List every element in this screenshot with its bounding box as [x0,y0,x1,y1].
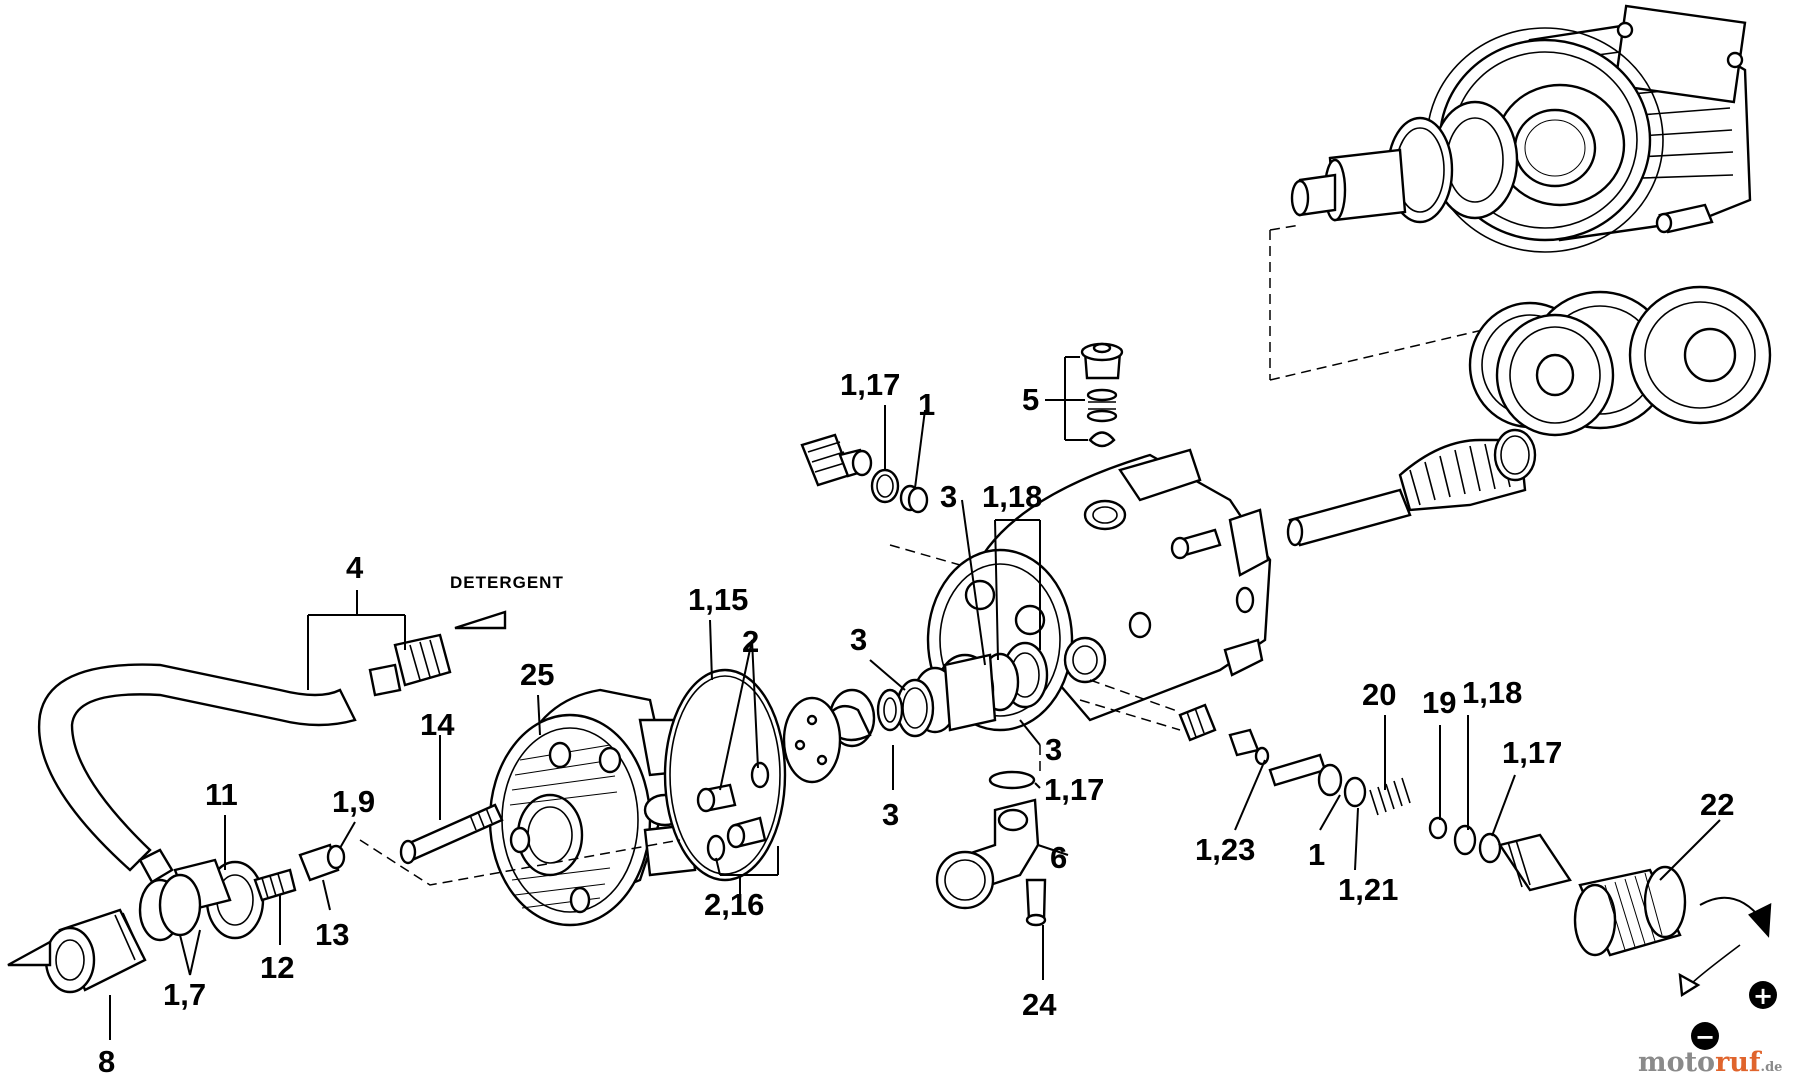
minus-symbol: − [1695,1023,1715,1051]
bearing-assembly [1468,285,1772,437]
right-outlet-valve [1178,703,1572,892]
minus-icon [1691,1022,1719,1050]
callout-1-top: 1 [918,387,935,422]
callout-1-15: 1,15 [688,582,748,617]
part-4-detergent-hose [37,633,452,884]
part-2-16-valves [696,761,770,862]
callout-8: 8 [98,1044,115,1079]
callout-12: 12 [260,950,294,985]
callout-4: 4 [346,550,364,585]
callout-11: 11 [205,777,238,812]
callout-3-b: 3 [850,622,867,657]
callout-24: 24 [1022,987,1057,1022]
watermark-part-2: ruf [1715,1047,1761,1078]
part-22-filter-cap [1573,865,1687,957]
callout-1-18-top: 1,18 [982,479,1042,514]
callout-22: 22 [1700,787,1734,822]
callout-5: 5 [1022,382,1039,417]
watermark-part-3: .de [1760,1060,1783,1075]
part-3-disk [782,696,842,784]
piston-spring-rod [1286,428,1537,547]
callout-1-23: 1,23 [1195,832,1255,867]
detergent-label: DETERGENT [450,573,564,592]
callout-20: 20 [1362,677,1396,712]
leader-lines [109,356,1721,1040]
motor-housing [1426,4,1752,253]
callout-labels: 1,17 1 5 3 1,18 4 1,15 2 3 25 14 11 1,9 … [98,367,1734,1079]
piston-seals [826,641,1049,748]
callout-25: 25 [520,657,554,692]
callout-2: 2 [742,624,759,659]
shaft-seal-assembly [1290,100,1519,224]
callout-2-16: 2,16 [704,887,764,922]
callout-1-18-right: 1,18 [1462,675,1522,710]
callout-13: 13 [315,917,349,952]
pressure-valve-top [800,433,929,514]
water-inlet-arrow [7,939,52,967]
inlet-fittings [44,843,346,994]
alignment-line-left [359,839,681,886]
plus-symbol: + [1753,982,1773,1010]
callout-1-7: 1,7 [163,977,206,1012]
part-6-elbow-fitting [935,770,1047,927]
callout-1-17-mid: 1,17 [1044,772,1104,807]
part-14-bolt [399,803,504,865]
callout-1-17-right: 1,17 [1502,735,1562,770]
callout-1-right: 1 [1308,837,1325,872]
motoruf-watermark: motoruf.de [1638,1047,1782,1078]
callout-1-21: 1,21 [1338,872,1398,907]
watermark-part-1: moto [1638,1047,1716,1078]
callout-3-a: 3 [940,479,957,514]
detergent-inlet-arrow [454,610,507,630]
plus-icon [1749,981,1777,1009]
alignment-line-body [889,544,1181,775]
callout-3-c: 3 [882,797,899,832]
part-5-valve-stack [1080,342,1124,448]
callout-14: 14 [420,707,455,742]
callout-1-17-top: 1,17 [840,367,900,402]
adjustment-rotation-indicator [1678,896,1777,1050]
callout-1-9: 1,9 [332,784,375,819]
callout-3-d: 3 [1045,732,1062,767]
callout-19: 19 [1422,685,1456,720]
callout-6: 6 [1050,840,1067,875]
